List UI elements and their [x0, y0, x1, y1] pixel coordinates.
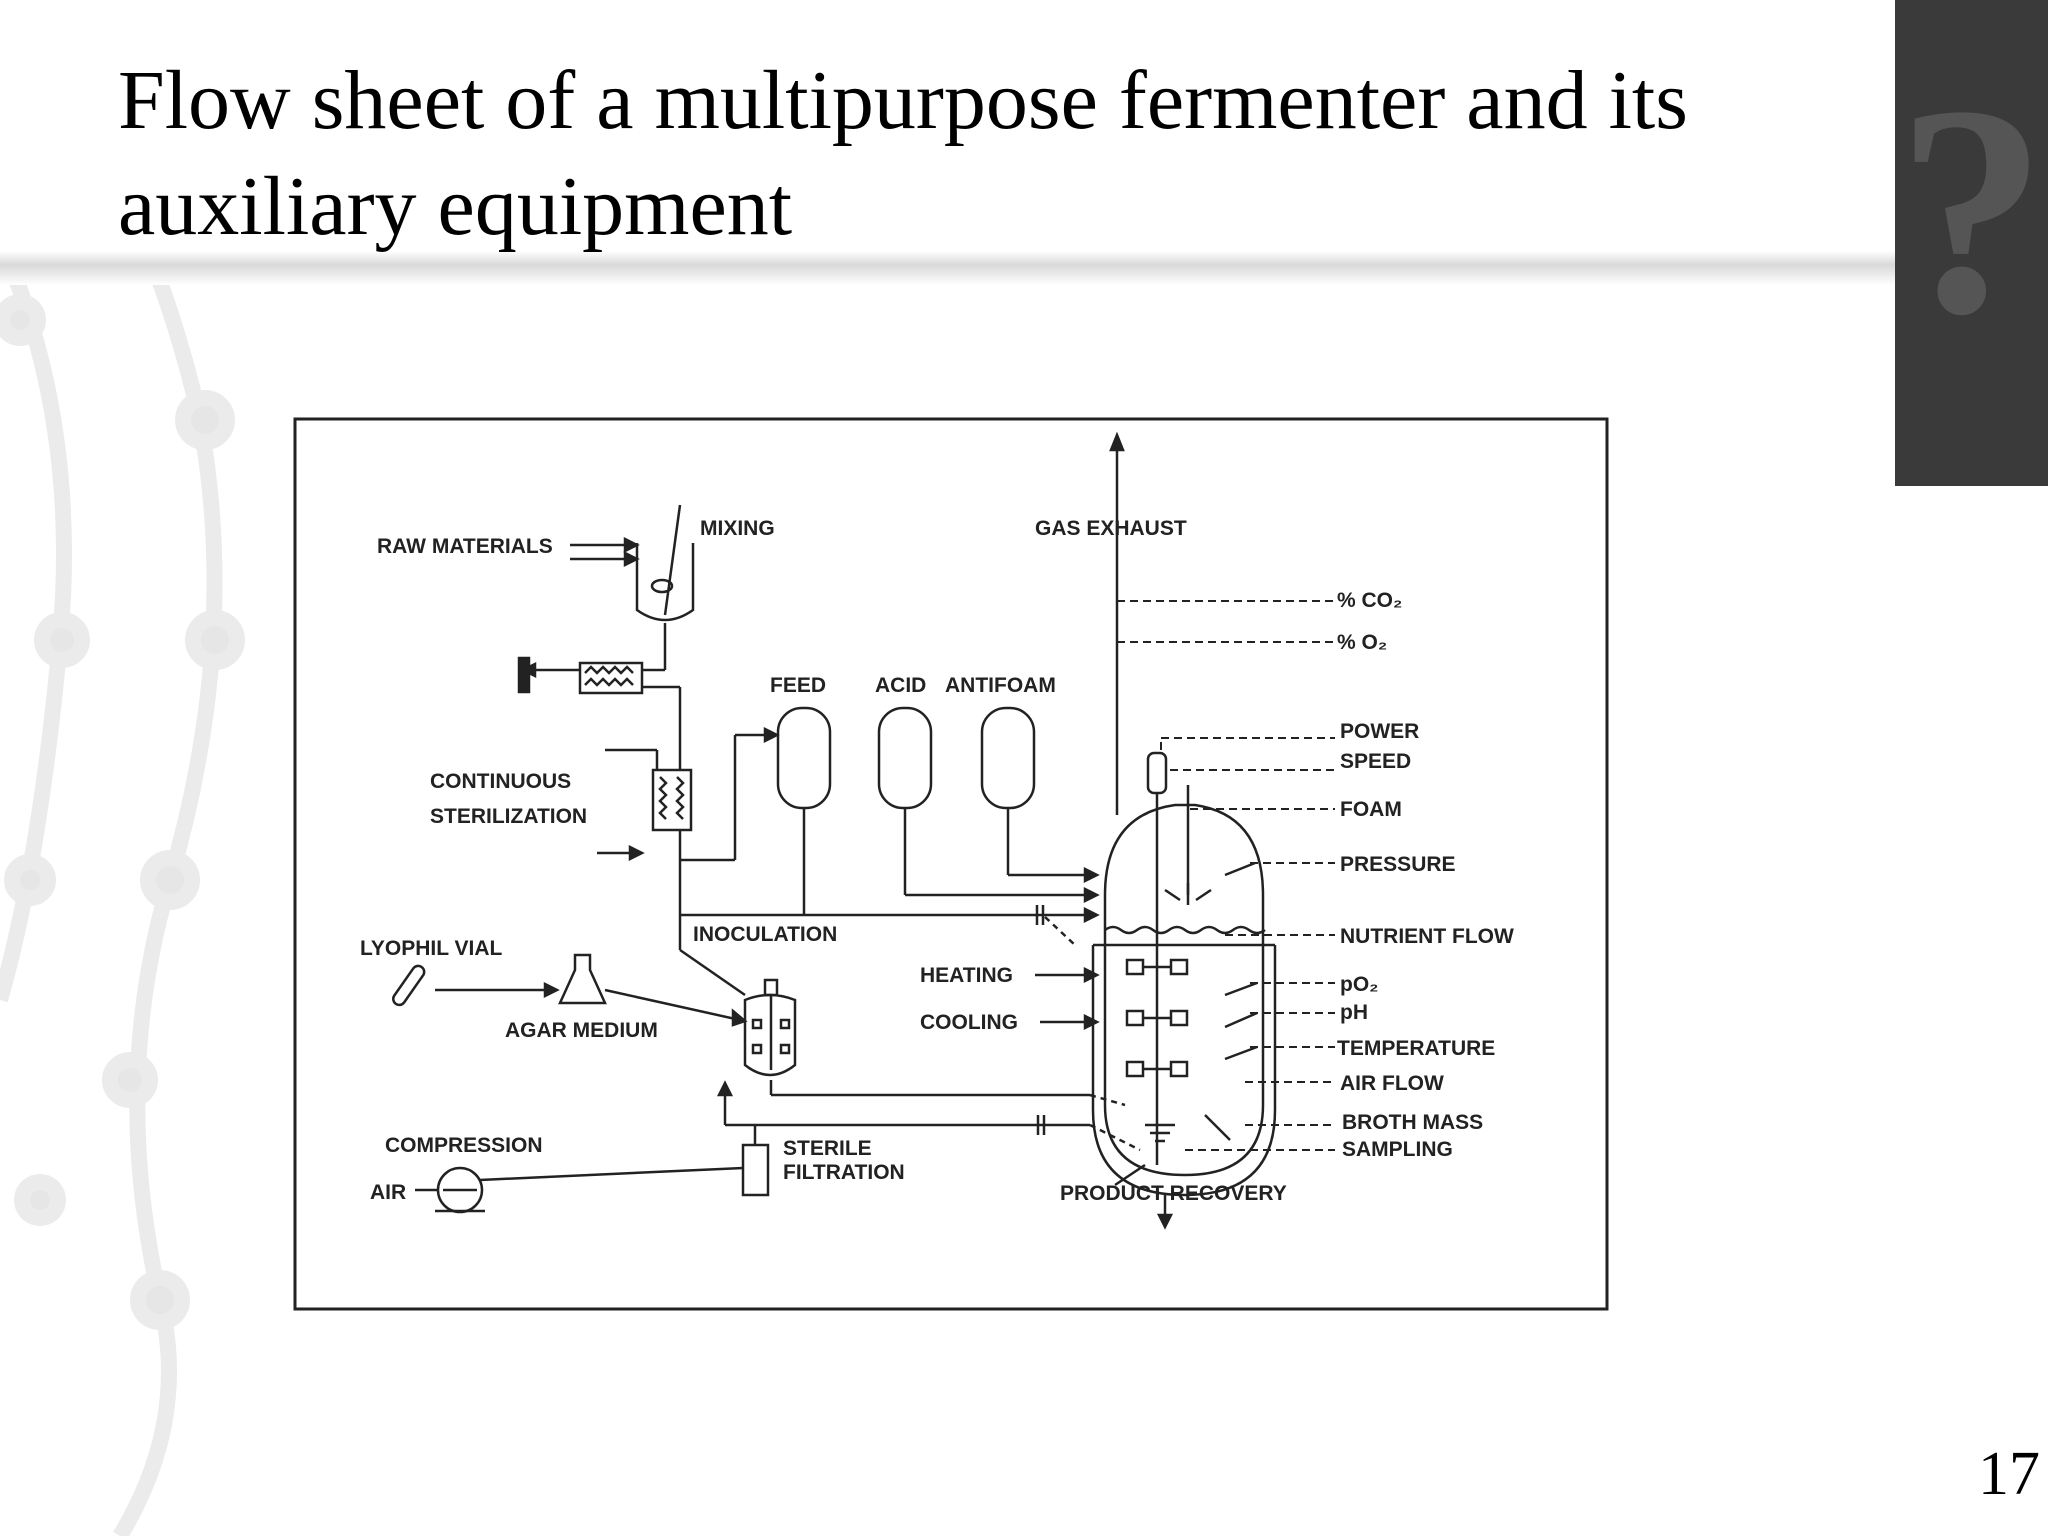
label-temperature: TEMPERATURE [1337, 1037, 1495, 1060]
label-nutrient-flow: NUTRIENT FLOW [1340, 925, 1514, 948]
label-cooling: COOLING [920, 1011, 1018, 1034]
corner-decoration: ? [1895, 0, 2048, 486]
main-fermenter [1103, 803, 1265, 1177]
sterile-filter [741, 1143, 770, 1197]
label-air-flow: AIR FLOW [1340, 1072, 1444, 1095]
agar-flask [558, 953, 607, 1005]
mixing-tank [635, 543, 695, 622]
label-heating: HEATING [920, 964, 1013, 987]
label-lyophil-vial: LYOPHIL VIAL [360, 937, 503, 960]
label-acid: ACID [875, 674, 926, 697]
label-ph: pH [1340, 1001, 1368, 1024]
acid-tank [877, 706, 933, 810]
label-sampling: SAMPLING [1342, 1138, 1453, 1161]
label-broth-mass: BROTH MASS [1342, 1111, 1483, 1134]
label-air: AIR [370, 1181, 406, 1204]
label-product-recovery: PRODUCT RECOVERY [1060, 1182, 1287, 1205]
label-sterile: STERILE [783, 1137, 872, 1160]
label-raw-materials: RAW MATERIALS [377, 535, 553, 558]
heat-exchanger-top [578, 661, 644, 695]
label-o2: % O₂ [1337, 631, 1387, 654]
title-band [0, 0, 1895, 285]
label-antifoam: ANTIFOAM [945, 674, 1056, 697]
slide-number: 17 [1978, 1440, 2040, 1508]
label-agar-medium: AGAR MEDIUM [505, 1019, 658, 1042]
label-inoculation: INOCULATION [693, 923, 837, 946]
question-mark-icon: ? [1896, 44, 2047, 376]
label-feed: FEED [770, 674, 826, 697]
lyophil-vial [391, 964, 426, 1007]
label-power: POWER [1340, 720, 1419, 743]
antifoam-tank [980, 706, 1036, 810]
diagram-frame [293, 417, 1609, 1311]
label-continuous: CONTINUOUS [430, 770, 571, 793]
label-co2: % CO₂ [1337, 589, 1402, 612]
slide-title: Flow sheet of a multipurpose fermenter a… [118, 54, 1688, 253]
label-pressure: PRESSURE [1340, 853, 1456, 876]
label-speed: SPEED [1340, 750, 1411, 773]
inoculum-vessel [743, 993, 797, 1077]
label-compression: COMPRESSION [385, 1134, 543, 1157]
label-mixing: MIXING [700, 517, 775, 540]
continuous-sterilizer [651, 768, 693, 832]
label-foam: FOAM [1340, 798, 1402, 821]
label-gas-exhaust: GAS EXHAUST [1035, 517, 1187, 540]
label-po2: pO₂ [1340, 973, 1379, 996]
label-sterilization: STERILIZATION [430, 805, 587, 828]
fermenter-flow-diagram: RAW MATERIALS MIXING GAS EXHAUST % CO₂ %… [293, 417, 1609, 1311]
label-filtration: FILTRATION [783, 1161, 905, 1184]
feed-tank [776, 706, 832, 810]
